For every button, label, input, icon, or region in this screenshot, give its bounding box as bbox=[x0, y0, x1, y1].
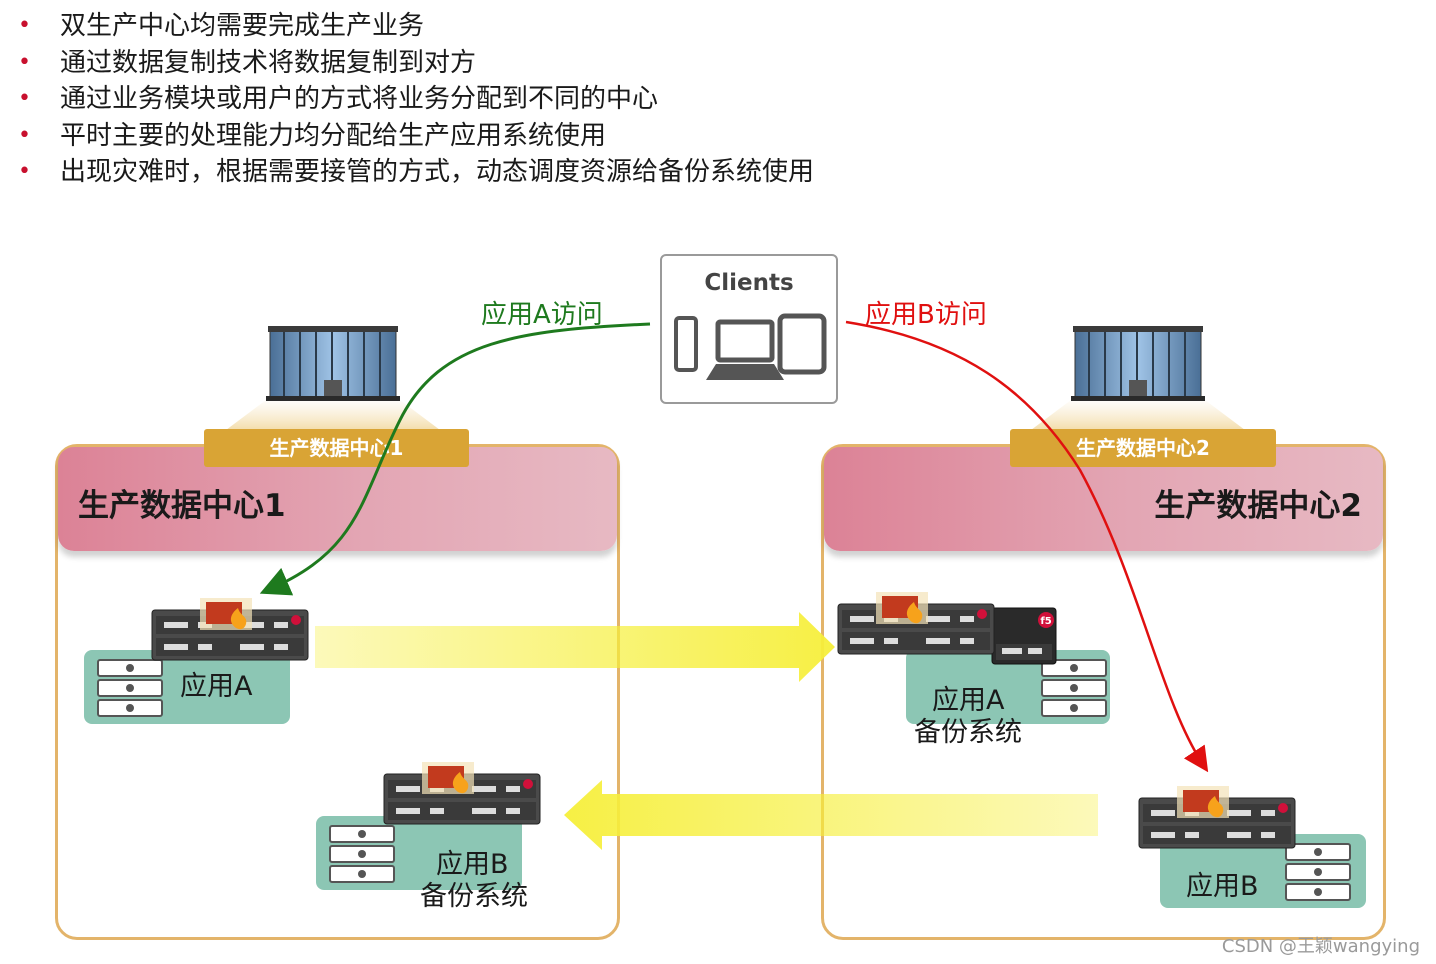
datacenter-1-title: 生产数据中心1 bbox=[78, 488, 286, 524]
bullet-symbol: • bbox=[18, 159, 31, 184]
bullet-symbol: • bbox=[18, 86, 31, 111]
app-b-label: 应用B bbox=[1186, 871, 1259, 902]
app-a-backup-sublabel: 备份系统 bbox=[914, 717, 1022, 748]
bullet-item: •出现灾难时，根据需要接管的方式，动态调度资源给备份系统使用 bbox=[14, 154, 814, 191]
bullet-item: •平时主要的处理能力均分配给生产应用系统使用 bbox=[14, 118, 814, 155]
bullet-symbol: • bbox=[18, 49, 31, 75]
watermark: CSDN @王颖wangying bbox=[1221, 936, 1420, 957]
clients-title: Clients bbox=[704, 270, 794, 296]
datacenter-1-tab: 生产数据中心1 bbox=[204, 429, 469, 467]
app-b-access-label: 应用B访问 bbox=[865, 300, 987, 330]
bullet-item: •双生产中心均需要完成生产业务 bbox=[14, 8, 814, 45]
bullet-item: •通过业务模块或用户的方式将业务分配到不同的中心 bbox=[14, 81, 814, 118]
server-stack-icon bbox=[97, 659, 163, 717]
datacenter-2-tab: 生产数据中心2 bbox=[1010, 429, 1276, 467]
client-devices-icon bbox=[674, 313, 827, 380]
bullet-symbol: • bbox=[18, 122, 31, 148]
datacenter-building-icon bbox=[1031, 326, 1245, 430]
firewall-switch-icon bbox=[837, 592, 995, 655]
app-b-backup-label: 应用B bbox=[436, 849, 509, 880]
app-a-label: 应用A bbox=[180, 671, 253, 702]
firewall-switch-icon bbox=[383, 762, 541, 825]
bullet-symbol: • bbox=[18, 13, 31, 38]
firewall-switch-icon bbox=[151, 598, 309, 661]
replication-arrow-left bbox=[564, 780, 1098, 850]
server-stack-icon bbox=[1285, 843, 1351, 901]
clients-box: Clients bbox=[660, 254, 838, 404]
server-stack-icon bbox=[329, 825, 395, 883]
replication-arrow-right bbox=[315, 612, 835, 682]
bullet-list: •双生产中心均需要完成生产业务 •通过数据复制技术将数据复制到对方 •通过业务模… bbox=[14, 8, 814, 191]
datacenter-building-icon bbox=[226, 326, 440, 430]
bullet-item: •通过数据复制技术将数据复制到对方 bbox=[14, 45, 814, 82]
app-b-backup-sublabel: 备份系统 bbox=[420, 881, 528, 912]
f5-load-balancer-icon: f5 bbox=[991, 607, 1057, 665]
app-a-backup-label: 应用A bbox=[932, 685, 1005, 716]
app-a-access-label: 应用A访问 bbox=[481, 300, 603, 330]
datacenter-2-title: 生产数据中心2 bbox=[1154, 488, 1362, 524]
f5-label: f5 bbox=[1040, 616, 1051, 627]
firewall-switch-icon bbox=[1138, 786, 1296, 849]
